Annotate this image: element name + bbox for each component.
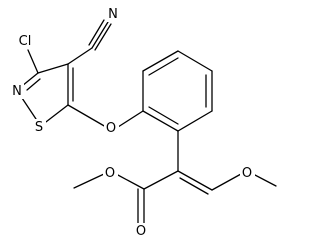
enol-ether-oxygen-label: O	[242, 166, 252, 181]
bond-calpha-cester	[143, 170, 179, 190]
nitrile-triple-bond	[88, 19, 112, 51]
isothiazole-ring	[19, 63, 74, 126]
bond-calpha-cbeta	[177, 170, 213, 191]
bond-c5-s	[41, 104, 69, 126]
benzene-ring	[142, 50, 213, 132]
sulfur-label: S	[35, 120, 43, 135]
bond-c5-o	[67, 104, 107, 128]
bond-o-aryl	[117, 110, 144, 128]
nitrile-nitrogen-label: N	[108, 7, 118, 22]
bond-c3-c4	[37, 63, 69, 74]
chlorine-label: Cl	[19, 34, 32, 49]
bond-c4-cn	[67, 47, 93, 65]
bond-calpha-cbeta-double	[179, 177, 209, 195]
ester-oxygen-label: O	[105, 166, 115, 181]
bond-c3-cl	[27, 49, 39, 74]
ether-oxygen-label: O	[106, 121, 116, 136]
bond-o-methyl-2	[252, 173, 277, 187]
ring-nitrogen-label: N	[12, 84, 22, 99]
bond-n-c3	[21, 72, 39, 87]
bond-cester-o	[115, 173, 145, 190]
carbonyl-oxygen-label: O	[136, 224, 146, 239]
chemical-structure: Cl N N S O O O O	[12, 7, 277, 239]
structure-canvas: Cl N N S O O O O	[12, 7, 277, 239]
bond-cbeta-o	[211, 173, 242, 191]
bond-o-methyl	[73, 173, 105, 189]
bond-n-c3-double	[26, 78, 41, 91]
